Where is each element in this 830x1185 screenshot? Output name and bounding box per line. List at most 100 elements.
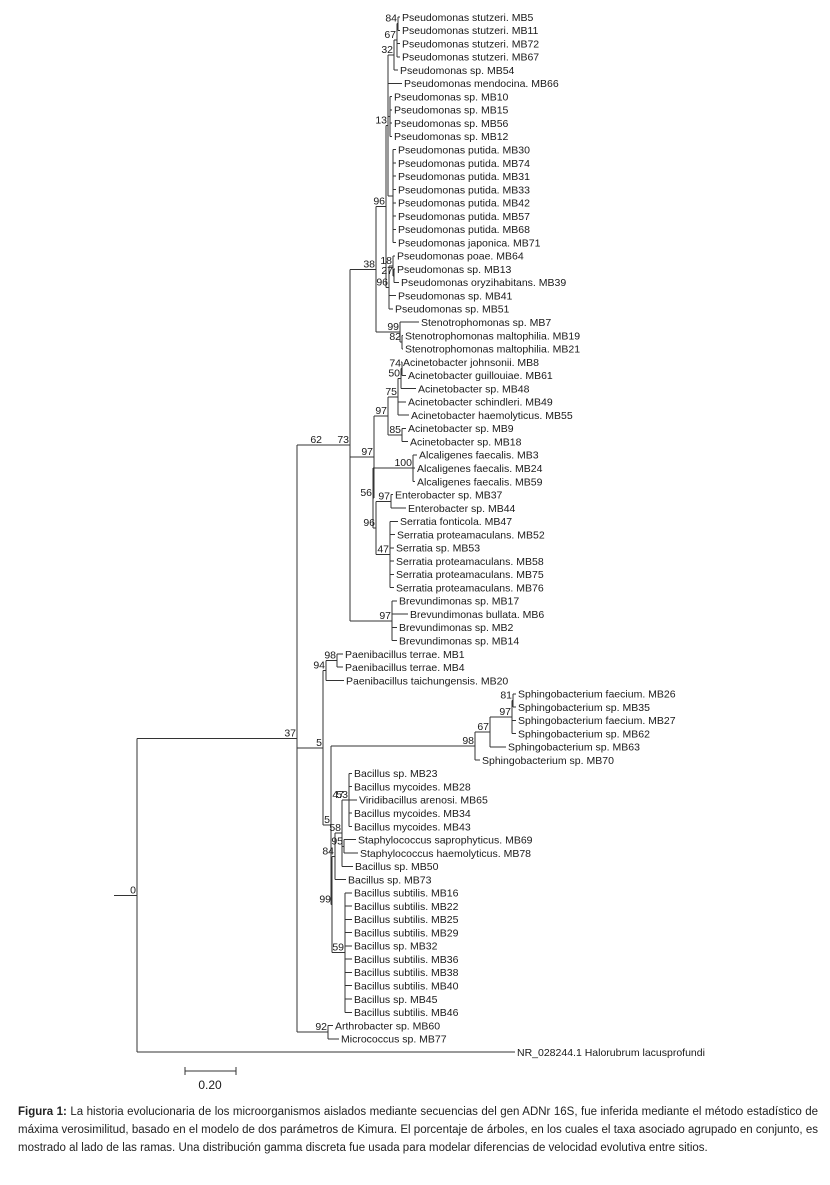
taxon-label: Acinetobacter schindleri. MB49	[408, 397, 553, 409]
taxon-label: Pseudomonas sp. MB51	[395, 304, 510, 316]
taxon-label: Serratia sp. MB53	[396, 543, 480, 555]
bootstrap-value: 73	[337, 434, 349, 446]
taxon-label: Pseudomonas putida. MB30	[398, 145, 530, 157]
bootstrap-value: 99	[387, 321, 399, 333]
bootstrap-value: 96	[373, 196, 385, 208]
taxon-label: Pseudomonas sp. MB54	[400, 65, 515, 77]
taxon-label: Bacillus subtilis. MB36	[354, 954, 459, 966]
bootstrap-value: 81	[500, 689, 512, 701]
taxon-label: Pseudomonas putida. MB74	[398, 158, 530, 170]
taxon-label: NR_028244.1 Halorubrum lacusprofundi	[517, 1047, 705, 1059]
bootstrap-value: 27	[381, 265, 393, 277]
taxon-label: Serratia proteamaculans. MB52	[397, 529, 545, 541]
taxon-label: Acinetobacter sp. MB48	[418, 383, 530, 395]
taxon-label: Bacillus mycoides. MB28	[354, 781, 471, 793]
taxon-label: Pseudomonas oryzihabitans. MB39	[401, 277, 566, 289]
bootstrap-value: 59	[332, 942, 344, 954]
taxon-label: Pseudomonas japonica. MB71	[398, 237, 541, 249]
taxon-label: Pseudomonas sp. MB10	[394, 91, 509, 103]
taxon-label: Bacillus subtilis. MB25	[354, 914, 459, 926]
taxon-label: Pseudomonas sp. MB13	[397, 264, 512, 276]
bootstrap-value: 5	[324, 814, 330, 826]
figure-caption-label: Figura 1:	[18, 1106, 67, 1118]
taxon-label: Sphingobacterium sp. MB70	[482, 755, 614, 767]
figure-caption-text: La historia evolucionaria de los microor…	[18, 1106, 818, 1154]
taxon-label: Bacillus mycoides. MB34	[354, 808, 471, 820]
bootstrap-value: 84	[385, 13, 397, 25]
bootstrap-value: 82	[389, 331, 401, 343]
bootstrap-value: 84	[322, 845, 334, 857]
bootstrap-value: 47	[332, 789, 344, 801]
taxon-label: Paenibacillus terrae. MB1	[345, 649, 465, 661]
bootstrap-value: 5	[316, 737, 322, 749]
taxon-label: Alcaligenes faecalis. MB24	[417, 463, 543, 475]
bootstrap-value: 38	[363, 258, 375, 270]
tree-branches	[114, 16, 516, 1053]
taxon-label: Pseudomonas putida. MB68	[398, 224, 530, 236]
taxon-label: Serratia proteamaculans. MB75	[396, 569, 544, 581]
bootstrap-value: 32	[381, 44, 393, 56]
bootstrap-value: 74	[389, 358, 401, 370]
phylogenetic-tree: 8467321327189696829938745075859710097479…	[114, 12, 705, 1092]
bootstrap-value: 85	[389, 424, 401, 436]
taxon-label: Sphingobacterium sp. MB35	[518, 702, 650, 714]
bootstrap-value: 67	[384, 29, 396, 41]
bootstrap-value: 95	[331, 835, 343, 847]
taxon-label: Sphingobacterium sp. MB62	[518, 728, 650, 740]
bootstrap-value: 47	[377, 543, 389, 555]
taxon-label: Bacillus subtilis. MB38	[354, 967, 459, 979]
taxon-label: Pseudomonas mendocina. MB66	[404, 78, 559, 90]
scale-bar: 0.20	[184, 1067, 237, 1092]
taxon-label: Brevundimonas bullata. MB6	[410, 609, 544, 621]
bootstrap-value: 50	[388, 368, 400, 380]
taxon-label: Bacillus subtilis. MB40	[354, 981, 459, 993]
taxon-label: Pseudomonas putida. MB57	[398, 211, 530, 223]
taxon-label: Enterobacter sp. MB37	[395, 490, 503, 502]
taxon-label: Sphingobacterium faecium. MB26	[518, 689, 676, 701]
taxon-label: Bacillus subtilis. MB16	[354, 888, 459, 900]
bootstrap-value: 67	[477, 721, 489, 733]
taxon-label: Bacillus subtilis. MB22	[354, 901, 459, 913]
bootstrap-value: 97	[379, 610, 391, 622]
bootstrap-value: 0	[130, 884, 136, 896]
taxon-label: Pseudomonas sp. MB15	[394, 105, 509, 117]
taxon-label: Micrococcus sp. MB77	[341, 1034, 447, 1046]
taxon-label: Bacillus sp. MB45	[354, 994, 438, 1006]
taxon-label: Pseudomonas stutzeri. MB11	[402, 25, 539, 37]
taxon-label: Brevundimonas sp. MB17	[399, 596, 519, 608]
taxon-label: Acinetobacter johnsonii. MB8	[403, 357, 539, 369]
taxon-label: Alcaligenes faecalis. MB3	[419, 450, 539, 462]
taxon-label: Enterobacter sp. MB44	[408, 503, 516, 515]
taxon-label: Brevundimonas sp. MB14	[399, 635, 519, 647]
taxon-label: Pseudomonas sp. MB56	[394, 118, 509, 130]
taxon-label: Bacillus subtilis. MB29	[354, 927, 459, 939]
bootstrap-value: 96	[376, 276, 388, 288]
taxon-label: Pseudomonas putida. MB31	[398, 171, 530, 183]
bootstrap-value: 98	[324, 650, 336, 662]
taxon-label: Stenotrophomonas maltophilia. MB19	[405, 330, 580, 342]
taxon-label: Serratia proteamaculans. MB76	[396, 582, 544, 594]
taxon-label: Pseudomonas putida. MB33	[398, 184, 530, 196]
taxon-label: Acinetobacter guillouiae. MB61	[408, 370, 553, 382]
taxon-label: Sphingobacterium faecium. MB27	[518, 715, 676, 727]
taxon-label: Paenibacillus taichungensis. MB20	[346, 675, 508, 687]
bootstrap-value: 56	[360, 487, 372, 499]
taxon-label: Staphylococcus haemolyticus. MB78	[360, 848, 531, 860]
taxon-label: Bacillus sp. MB73	[348, 874, 432, 886]
taxon-label: Pseudomonas stutzeri. MB67	[402, 52, 539, 64]
bootstrap-value: 96	[363, 517, 375, 529]
bootstrap-values: 8467321327189696829938745075859710097479…	[130, 13, 512, 1034]
taxon-label: Bacillus sp. MB50	[355, 861, 439, 873]
taxon-label: Sphingobacterium sp. MB63	[508, 742, 640, 754]
taxon-label: Alcaligenes faecalis. MB59	[417, 476, 543, 488]
taxon-label: Acinetobacter sp. MB18	[410, 436, 522, 448]
bootstrap-value: 58	[329, 822, 341, 834]
bootstrap-value: 98	[462, 735, 474, 747]
taxon-label: Pseudomonas stutzeri. MB5	[402, 12, 533, 24]
taxon-label: Stenotrophomonas sp. MB7	[421, 317, 551, 329]
bootstrap-value: 75	[385, 386, 397, 398]
taxon-label: Paenibacillus terrae. MB4	[345, 662, 465, 674]
bootstrap-value: 97	[361, 446, 373, 458]
taxon-label: Staphylococcus saprophyticus. MB69	[358, 835, 533, 847]
